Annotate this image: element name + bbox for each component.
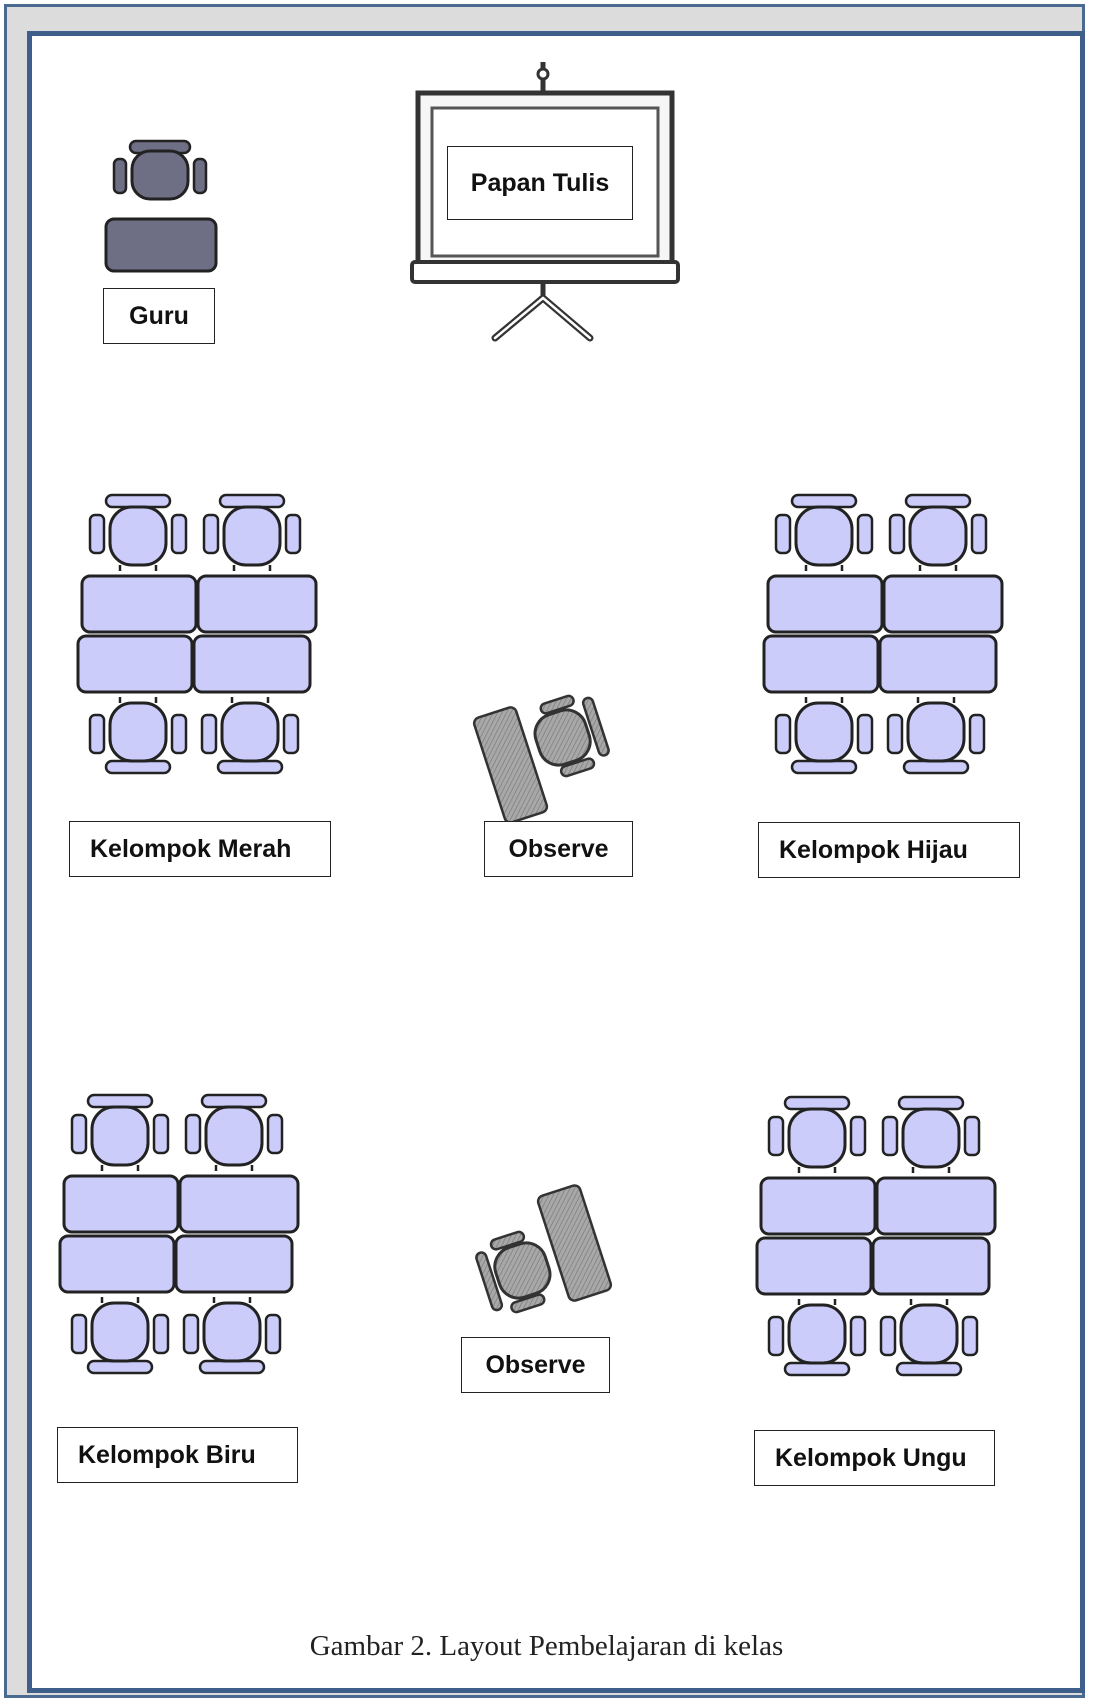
figure-caption: Gambar 2. Layout Pembelajaran di kelas bbox=[309, 1630, 784, 1662]
teacher-label: Guru bbox=[103, 288, 215, 344]
observer-1-furniture bbox=[471, 680, 623, 826]
group-blue-label: Kelompok Biru bbox=[57, 1427, 298, 1483]
teacher-desk-icon bbox=[104, 217, 218, 273]
group-purple-furniture bbox=[757, 1097, 995, 1375]
group-red-label: Kelompok Merah bbox=[69, 821, 331, 877]
teacher-chair-icon bbox=[112, 139, 208, 201]
group-purple-label: Kelompok Ungu bbox=[754, 1430, 995, 1486]
observer-2-furniture bbox=[462, 1182, 614, 1328]
teacher-desk-set bbox=[104, 139, 218, 273]
whiteboard-label: Papan Tulis bbox=[447, 146, 633, 220]
group-blue-furniture bbox=[60, 1095, 298, 1373]
group-red-furniture bbox=[78, 495, 316, 773]
observer-2-label: Observe bbox=[461, 1337, 610, 1393]
observer-1-label: Observe bbox=[484, 821, 633, 877]
group-green-furniture bbox=[764, 495, 1002, 773]
group-green-label: Kelompok Hijau bbox=[758, 822, 1020, 878]
